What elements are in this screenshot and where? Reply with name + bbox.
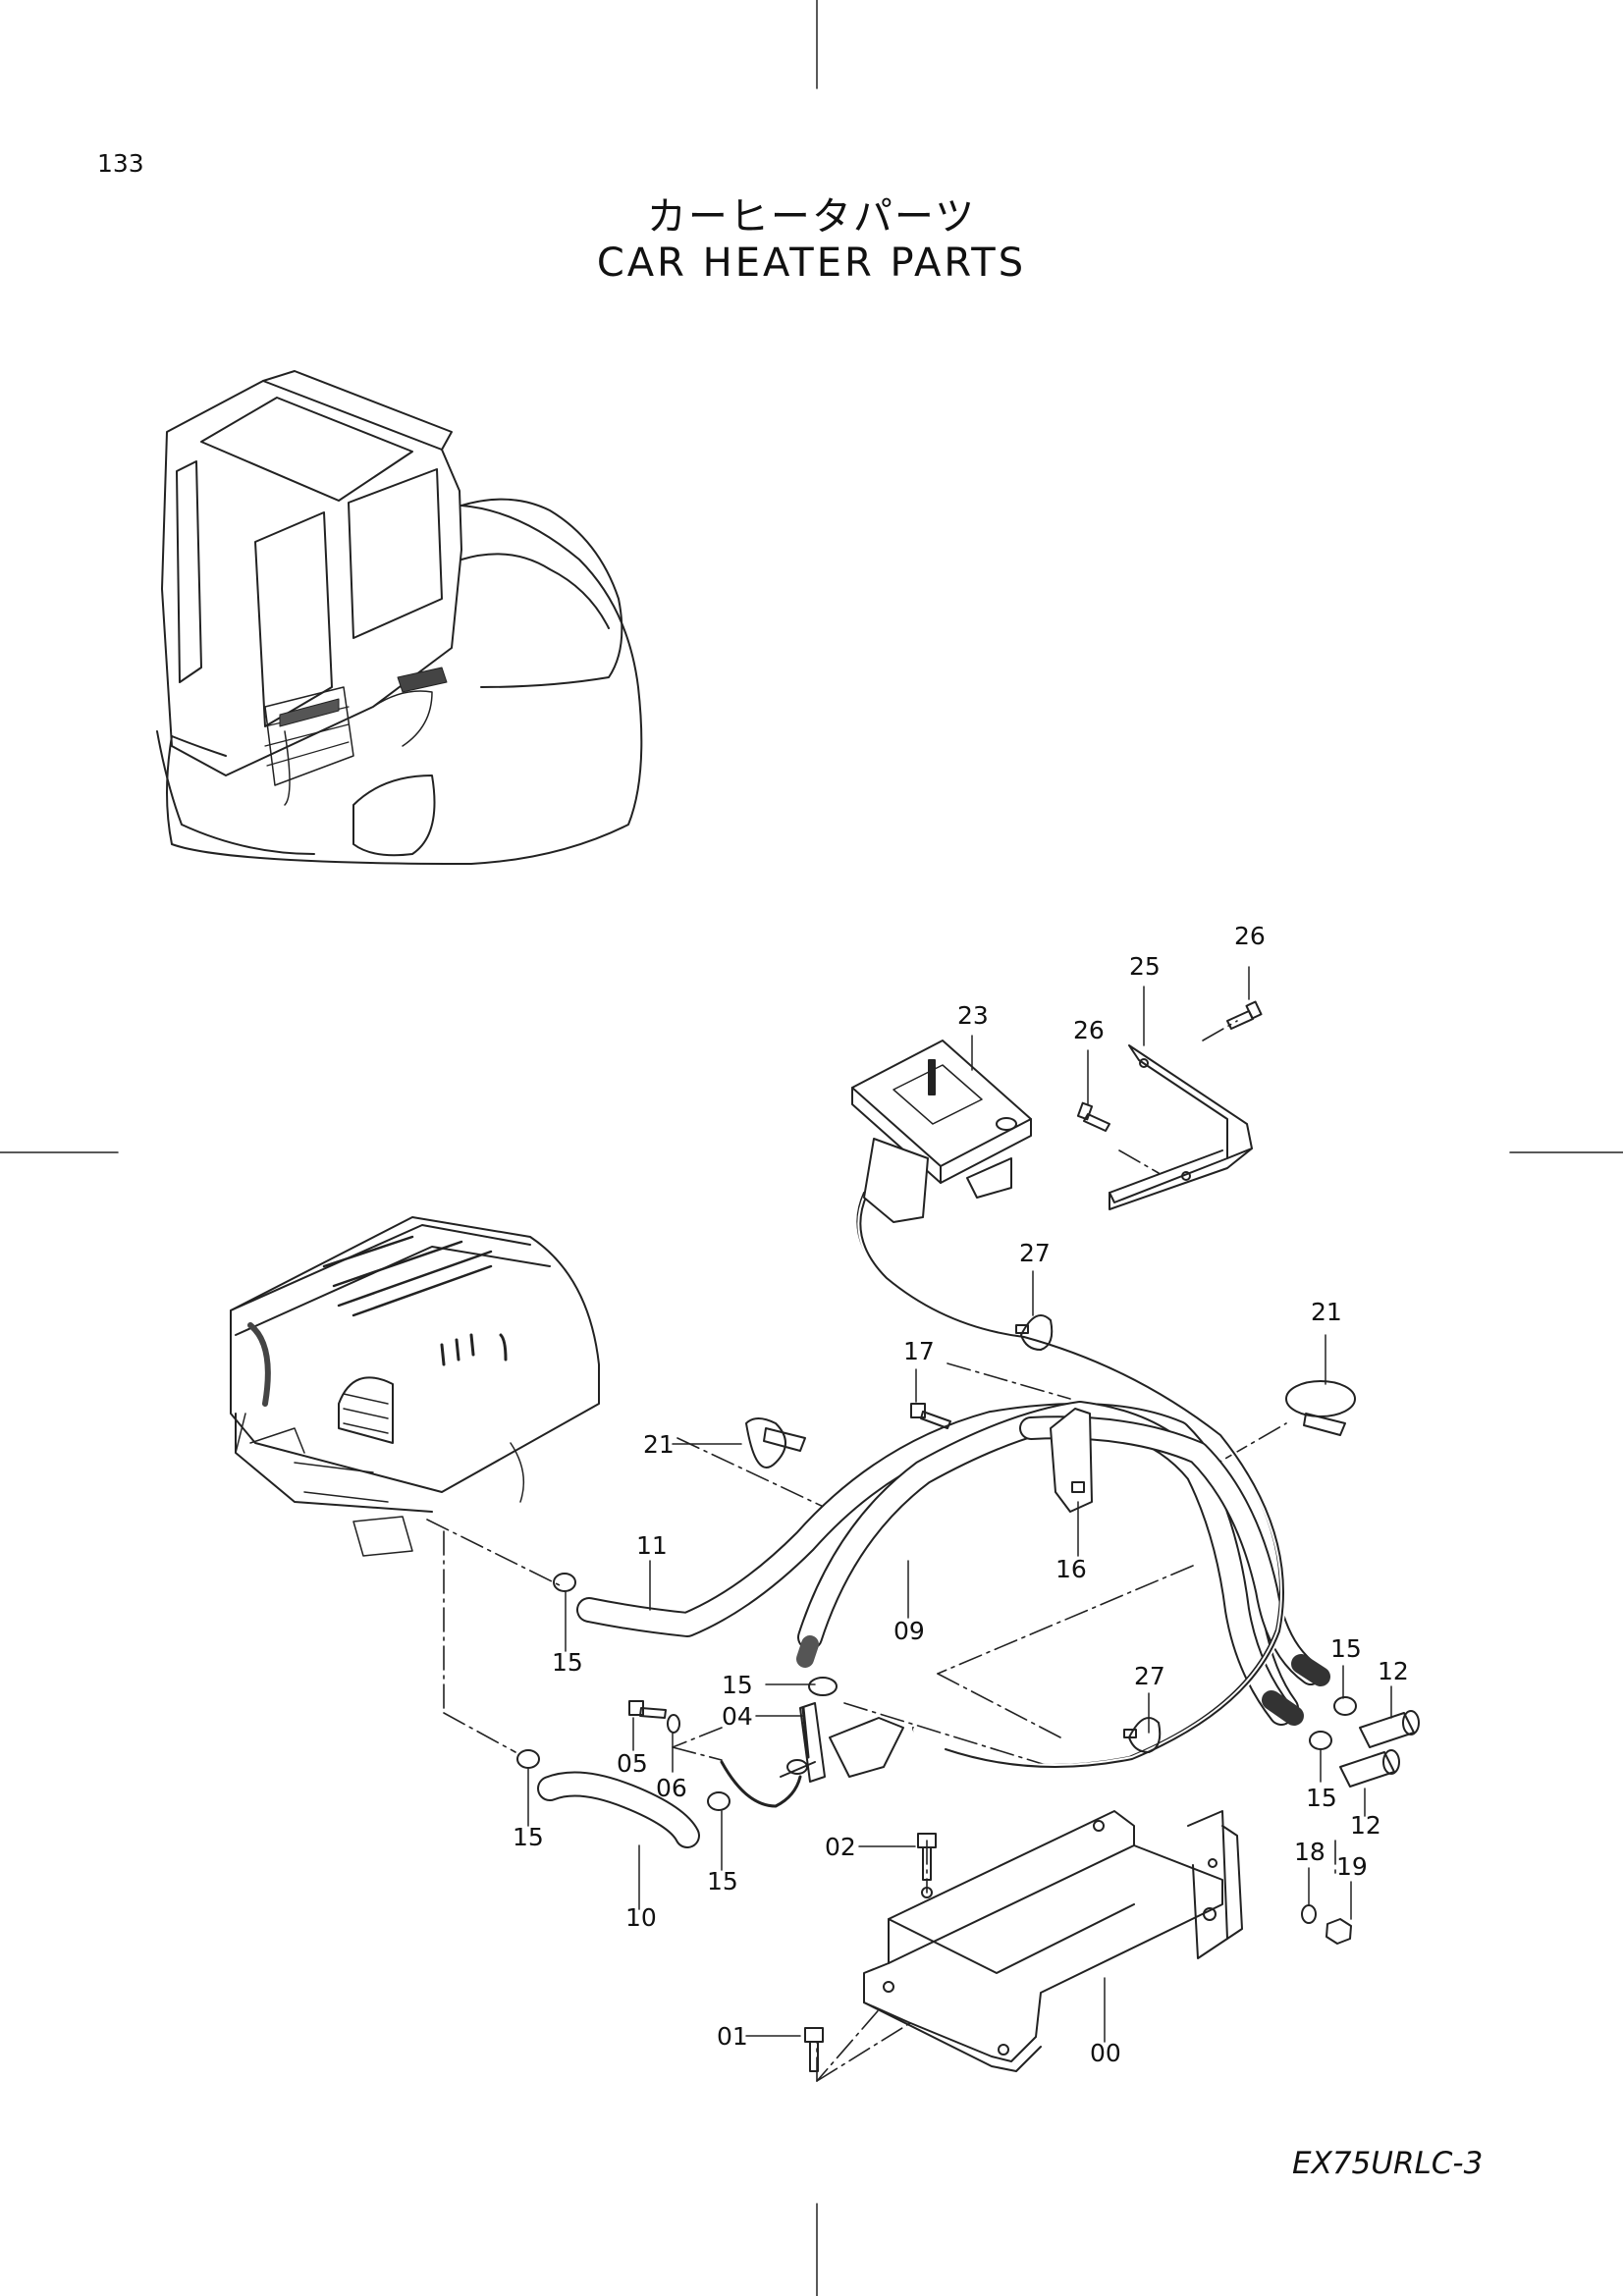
- part-label: 26: [1073, 1016, 1105, 1044]
- part-label: 21: [643, 1430, 675, 1459]
- washer-06: [667, 1714, 680, 1734]
- bolt-02: [917, 1833, 937, 1881]
- part-label: 19: [1336, 1852, 1368, 1881]
- base-bracket-00: [863, 1810, 1243, 2072]
- part-label: 17: [903, 1337, 935, 1365]
- heater-valve-04: [780, 1702, 904, 1783]
- bolt-17: [910, 1403, 951, 1429]
- part-label: 11: [636, 1531, 668, 1560]
- lever-bracket: [1109, 1044, 1253, 1210]
- hose-clamps-15: [516, 1573, 1357, 1811]
- hose-joints-12: [1339, 1710, 1420, 1788]
- page-title-english: CAR HEATER PARTS: [596, 240, 1027, 286]
- part-label: 15: [552, 1648, 583, 1677]
- part-label: 06: [656, 1774, 687, 1802]
- page-number: 133: [97, 149, 144, 178]
- model-code: EX75URLC-3: [1292, 2146, 1484, 2181]
- part-label: 09: [893, 1617, 925, 1645]
- part-label: 05: [617, 1749, 648, 1778]
- part-label: 00: [1090, 2039, 1121, 2067]
- part-label: 12: [1350, 1811, 1381, 1840]
- part-label: 15: [1306, 1784, 1337, 1812]
- heater-unit: [230, 1216, 600, 1557]
- part-label: 18: [1294, 1838, 1325, 1866]
- cable-clips-27: [1015, 1314, 1162, 1753]
- part-label: 15: [722, 1671, 753, 1699]
- bolt-01: [804, 2027, 824, 2072]
- bolts-26: [1076, 1000, 1263, 1132]
- part-label: 27: [1134, 1662, 1165, 1690]
- excavator-overview-illustration: [156, 370, 643, 865]
- part-label: 04: [722, 1702, 753, 1731]
- page-title-japanese: カーヒータパーツ: [646, 194, 977, 240]
- part-label: 25: [1129, 952, 1161, 981]
- part-label: 26: [1234, 922, 1266, 950]
- nut-19: [1325, 1918, 1352, 1945]
- part-label: 01: [717, 2022, 748, 2051]
- hose-bands-21: [745, 1380, 1356, 1468]
- part-label: 15: [707, 1867, 738, 1896]
- part-label: 10: [625, 1903, 657, 1932]
- part-label: 27: [1019, 1239, 1051, 1267]
- leader-lines-solid: [527, 966, 1392, 2043]
- bolt-05: [628, 1700, 667, 1719]
- control-cable: [856, 1192, 1286, 1770]
- washer-18: [1301, 1904, 1317, 1924]
- part-label: 12: [1378, 1657, 1409, 1685]
- control-lever: [851, 1040, 1032, 1223]
- part-label: 23: [957, 1001, 989, 1030]
- part-label: 15: [1330, 1634, 1362, 1663]
- clamp-16: [1050, 1408, 1093, 1513]
- part-label: 15: [513, 1823, 544, 1851]
- part-label: 16: [1055, 1555, 1087, 1583]
- part-number-labels: 26 25 23 26 27 21 17 21 11 16 15 09 15 1…: [513, 922, 1409, 2067]
- part-label: 21: [1311, 1298, 1342, 1326]
- part-label: 02: [825, 1833, 856, 1861]
- hoses: [537, 1401, 1330, 1848]
